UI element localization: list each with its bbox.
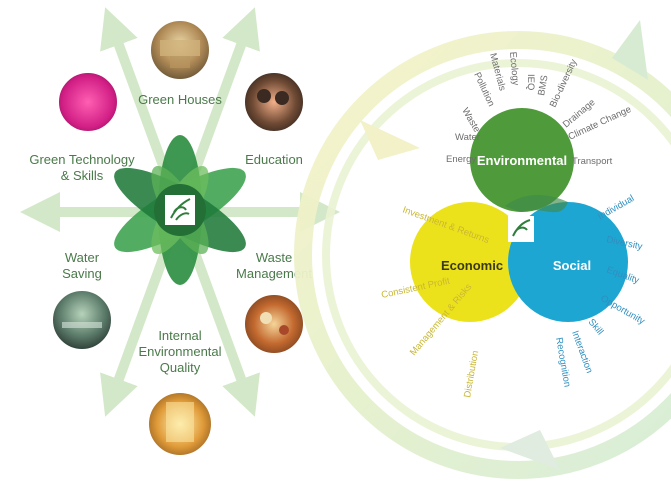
soc-term-individual: Individual: [596, 193, 636, 223]
environmental-circle: [470, 108, 574, 212]
swirl-arrowhead-left: [360, 120, 420, 160]
venn-diagram: Environmental Economic Social: [410, 108, 628, 322]
label-water-saving-line2: Saving: [62, 266, 102, 281]
eco-term-distribution: Distribution: [462, 350, 481, 399]
soc-term-interaction: Interaction: [569, 329, 595, 374]
center-logo: [165, 195, 195, 225]
category-photo-water-saving: [51, 289, 113, 351]
social-circle: [508, 202, 628, 322]
soc-term-recognition: Recognition: [553, 337, 573, 388]
label-green-technology-line1: Green Technology: [29, 152, 135, 167]
env-term-pollution: Pollution: [471, 71, 496, 109]
label-waste-management-line2: Management: [236, 266, 312, 281]
venn-leaf-emblem-icon: [512, 219, 531, 237]
category-photo-internal-environmental-quality: [147, 391, 213, 457]
category-photo-education: [243, 71, 305, 133]
label-ieq-line2: Environmental: [138, 344, 221, 359]
label-green-technology-line2: & Skills: [61, 168, 104, 183]
env-term-ieq: IEQ: [525, 74, 536, 90]
left-diagram: Green Houses Education Green Technology …: [20, 7, 340, 457]
label-ieq-line3: Quality: [160, 360, 201, 375]
env-term-energy: Energy: [446, 154, 476, 165]
label-green-houses: Green Houses: [138, 92, 222, 107]
swirl-arrowhead-bottom: [500, 430, 560, 470]
soc-term-opportunity: Opportunity: [599, 293, 647, 327]
env-term-transport: Transport: [572, 156, 613, 167]
soc-term-skill: Skill: [586, 317, 606, 337]
leaf-emblem-icon: [170, 198, 191, 221]
label-ieq-line1: Internal: [158, 328, 201, 343]
env-term-bms: BMS: [536, 74, 550, 96]
economic-label: Economic: [441, 258, 503, 273]
environmental-label: Environmental: [477, 153, 567, 168]
category-photo-green-houses: [149, 19, 211, 81]
economic-circle: [410, 202, 530, 322]
label-waste-management-line1: Waste: [256, 250, 292, 265]
env-term-waste: Waste: [459, 106, 482, 135]
swirl-arrowhead-top: [612, 20, 648, 80]
right-diagram: Environmental Economic Social Energy Wat…: [294, 20, 671, 479]
social-label: Social: [553, 258, 591, 273]
env-term-ecology: Ecology: [507, 51, 521, 86]
swirl-ring: [294, 20, 671, 479]
category-photo-green-technology: [57, 71, 119, 133]
category-photo-waste-management: [243, 293, 305, 355]
label-water-saving-line1: Water: [65, 250, 100, 265]
label-education: Education: [245, 152, 303, 167]
env-term-water: Water: [455, 132, 480, 143]
leaf-flower: [114, 135, 246, 285]
venn-center-logo: [508, 216, 534, 242]
env-term-materials: Materials: [487, 52, 508, 92]
